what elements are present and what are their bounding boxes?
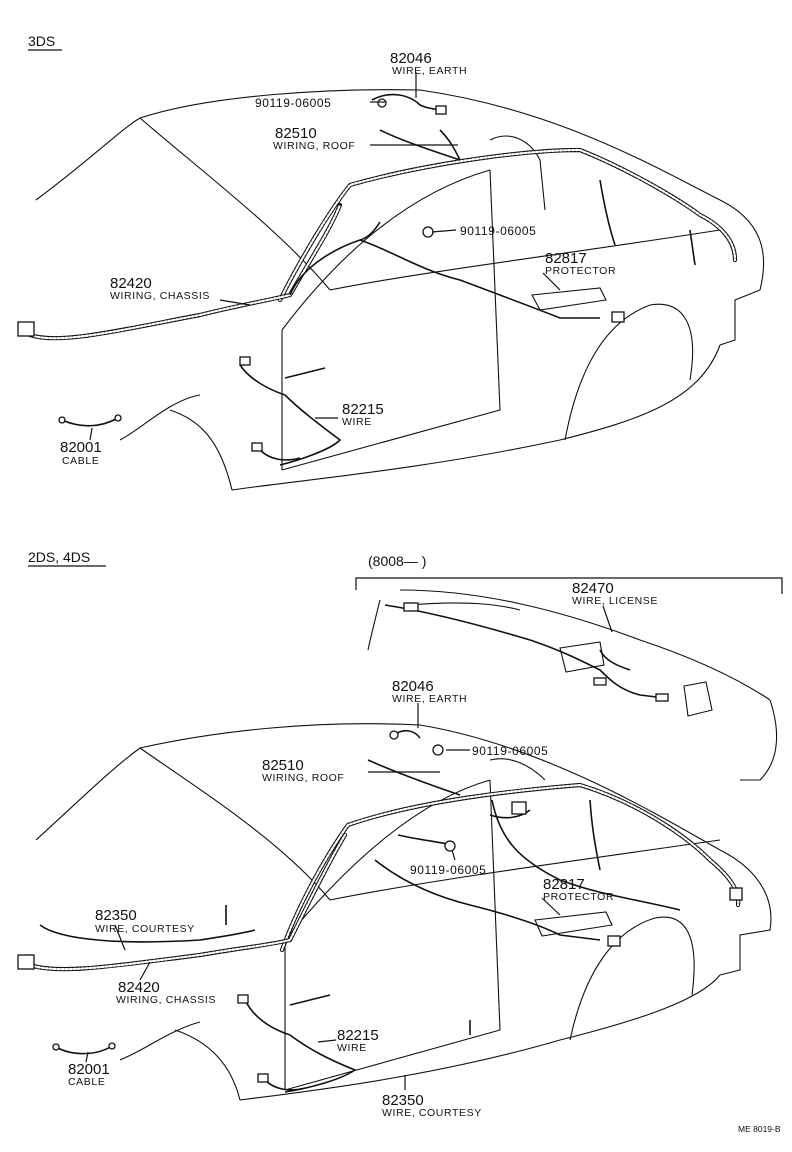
part-number: 82350 (382, 1092, 424, 1109)
section-3ds: 3DS (17, 33, 765, 491)
leaders-3ds (89, 72, 561, 441)
figure-code: ME 8019-B (738, 1124, 781, 1134)
part-name: WIRE, COURTESY (382, 1107, 482, 1119)
harness-roof-2ds-4ds (279, 759, 743, 953)
protector-2ds-4ds (534, 911, 613, 937)
harness-roof-3ds (277, 129, 738, 303)
wire-earth-3ds (371, 93, 447, 115)
harness-chassis-3ds (17, 202, 625, 341)
part-number: 82001 (68, 1061, 110, 1078)
inset-bracket (355, 577, 783, 594)
car-body-3ds (35, 89, 765, 491)
part-name: CABLE (68, 1076, 105, 1088)
labels-3ds: 82046 WIRE, EARTH 90119-06005 82510 WIRI… (60, 50, 616, 467)
part-number: 82510 (275, 125, 317, 142)
part-name: PROTECTOR (543, 891, 614, 903)
part-name: WIRE, LICENSE (572, 595, 658, 607)
wire-door-3ds (239, 356, 342, 466)
part-name: WIRING, CHASSIS (110, 290, 210, 302)
part-name: WIRE, COURTESY (95, 923, 195, 935)
part-number: 82420 (110, 275, 152, 292)
section-label-3ds: 3DS (28, 33, 55, 49)
part-name: WIRING, CHASSIS (116, 994, 216, 1006)
part-number: 90119-06005 (472, 744, 548, 758)
part-number: 82817 (545, 250, 587, 267)
inset-license-wire (367, 589, 778, 781)
part-number: 90119-06005 (255, 96, 331, 110)
part-name: WIRE (342, 416, 372, 428)
inset-label: (8008— ) (368, 553, 426, 569)
harness-chassis-2ds-4ds (17, 832, 621, 972)
part-number: 82350 (95, 907, 137, 924)
part-number: 90119-06005 (460, 224, 536, 238)
labels-2ds-4ds: 82470 WIRE, LICENSE 82046 WIRE, EARTH 90… (68, 580, 658, 1119)
part-number: 82420 (118, 979, 160, 996)
part-number: 82215 (337, 1027, 379, 1044)
part-name: WIRING, ROOF (262, 772, 344, 784)
cable-3ds (58, 414, 122, 427)
bolt-2ds-4ds-a (444, 840, 456, 852)
wire-earth-2ds-4ds (389, 729, 444, 756)
cable-2ds-4ds (52, 1042, 116, 1055)
leaders-2ds-4ds (85, 605, 613, 1090)
section-label-2ds-4ds: 2DS, 4DS (28, 549, 90, 565)
wire-door-2ds-4ds (237, 994, 471, 1093)
part-number: 82046 (390, 50, 432, 67)
protector-3ds (531, 287, 607, 311)
part-number: 82046 (392, 678, 434, 695)
part-number: 82510 (262, 757, 304, 774)
part-number: 82215 (342, 401, 384, 418)
part-number: 82817 (543, 876, 585, 893)
section-2ds-4ds: 2DS, 4DS (8008— ) (17, 549, 783, 1134)
bolt-3ds-a (422, 226, 434, 238)
part-name: PROTECTOR (545, 265, 616, 277)
part-name: WIRE, EARTH (392, 65, 467, 77)
part-number: 82001 (60, 439, 102, 456)
part-number: 82470 (572, 580, 614, 597)
part-name: WIRING, ROOF (273, 140, 355, 152)
part-number: 90119-06005 (410, 863, 486, 877)
part-name: WIRE, EARTH (392, 693, 467, 705)
part-name: CABLE (62, 455, 99, 467)
part-name: WIRE (337, 1042, 367, 1054)
car-body-2ds-4ds (35, 723, 772, 1101)
